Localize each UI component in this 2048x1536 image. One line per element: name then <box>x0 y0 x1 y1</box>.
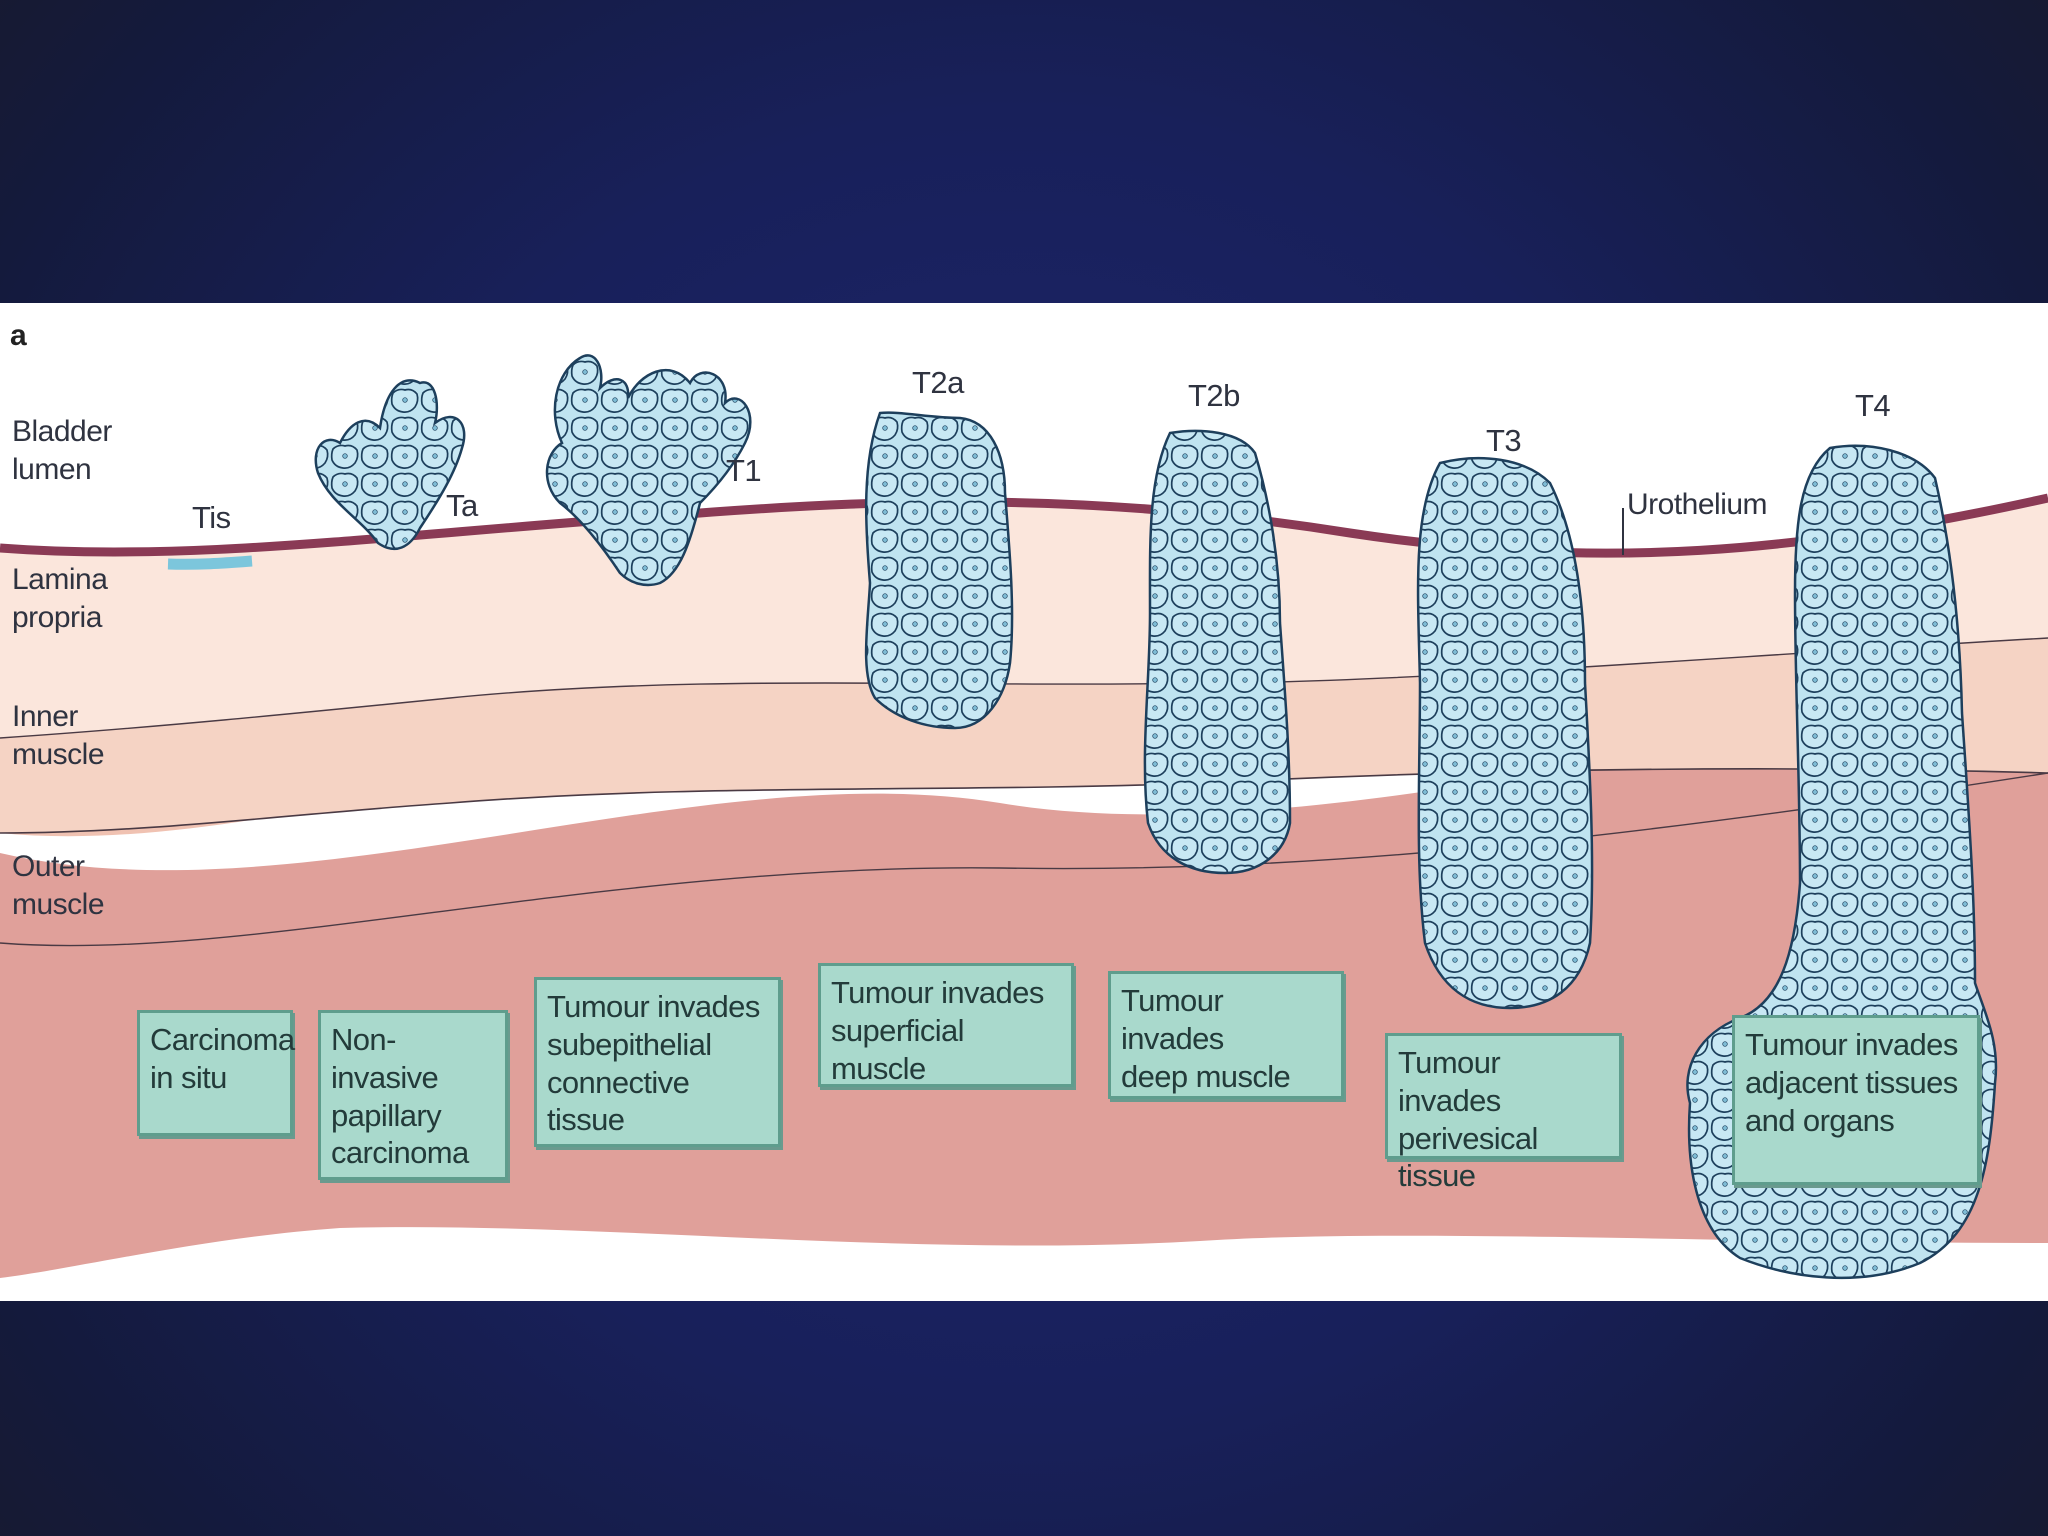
stage-label-t3: T3 <box>1486 423 1522 458</box>
tumour-t2b <box>1143 429 1292 875</box>
description-t1-text: Tumour invades subepithelial connective … <box>547 989 760 1138</box>
description-tis: Carcinoma in situ <box>137 1010 295 1136</box>
description-t1: Tumour invades subepithelial connective … <box>534 977 781 1147</box>
description-t3-text: Tumour invades perivesical tissue <box>1398 1045 1538 1194</box>
panel-letter: a <box>10 319 27 352</box>
layer-label-outer-muscle: Outer muscle <box>12 850 105 921</box>
stage-label-t2b: T2b <box>1188 378 1240 413</box>
description-t2b: Tumour invades deep muscle <box>1108 971 1344 1099</box>
urothelium-label: Urothelium <box>1627 488 1768 521</box>
layer-label-lamina-propria: Lamina propria <box>12 563 108 634</box>
tumour-t3 <box>1416 456 1594 1010</box>
description-t3: Tumour invades perivesical tissue <box>1385 1033 1622 1193</box>
description-tis-text: Carcinoma in situ <box>150 1022 295 1095</box>
tumour-ta <box>314 379 466 551</box>
stage-label-t2a: T2a <box>912 365 964 400</box>
figure-panel: a Bladder lumen Lamina propria Inner mus… <box>0 303 2048 1301</box>
description-ta-text: Non-invasive papillary carcinoma <box>331 1022 469 1171</box>
carcinoma-in-situ-segment <box>167 555 253 570</box>
description-ta: Non-invasive papillary carcinoma <box>318 1010 508 1180</box>
description-t4-text: Tumour invades adjacent tissues and orga… <box>1745 1027 1958 1138</box>
stage-label-tis: Tis <box>192 500 231 535</box>
description-t4: Tumour invades adjacent tissues and orga… <box>1732 1015 1980 1185</box>
tumour-t1 <box>545 354 752 587</box>
description-t2a-text: Tumour invades superficial muscle <box>831 975 1044 1086</box>
layer-label-inner-muscle: Inner muscle <box>12 700 105 771</box>
description-t2a: Tumour invades superficial muscle <box>818 963 1074 1087</box>
layer-label-bladder-lumen: Bladder lumen <box>12 415 112 486</box>
stage-label-ta: Ta <box>446 488 478 523</box>
stage-label-t1: T1 <box>726 453 762 488</box>
outer-muscle-boundary <box>0 772 2048 947</box>
tumour-t2a <box>864 411 1014 730</box>
description-t2b-text: Tumour invades deep muscle <box>1121 983 1291 1094</box>
muscle-layer-boundary <box>0 768 2048 834</box>
stage-label-t4: T4 <box>1855 388 1891 423</box>
